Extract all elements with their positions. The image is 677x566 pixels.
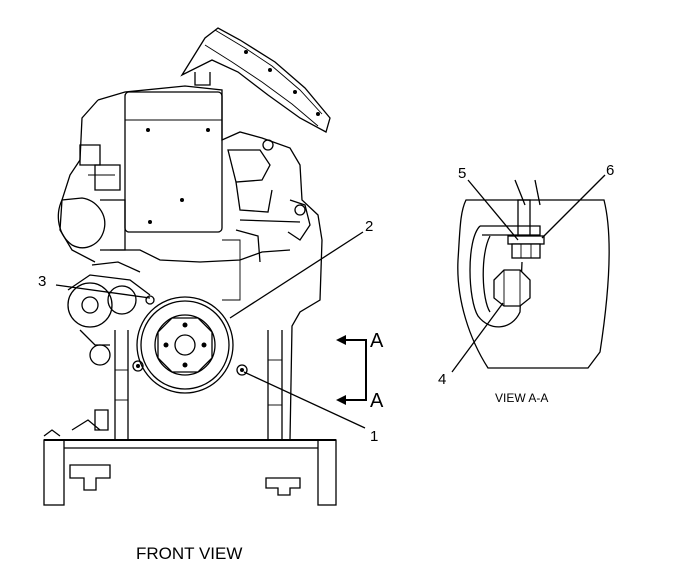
- front-view-caption: FRONT VIEW: [136, 544, 242, 563]
- engine-front-view: [43, 27, 366, 506]
- leader-6: [541, 174, 606, 239]
- engine-block: [57, 85, 323, 441]
- callout-5: 5: [458, 165, 466, 182]
- leader-5: [467, 179, 519, 241]
- callout-2: 2: [365, 218, 373, 235]
- callout-6: 6: [606, 162, 614, 179]
- valve-cover: [180, 27, 331, 133]
- leader-1: [243, 371, 366, 429]
- leader-2: [229, 231, 364, 319]
- frame-rails: [71, 330, 283, 440]
- callout-4: 4: [438, 371, 446, 388]
- left-idler-pulleys: [67, 274, 151, 366]
- callout-1: 1: [370, 428, 378, 445]
- view-a-a-caption: VIEW A-A: [495, 391, 548, 405]
- section-mark-upper: A: [370, 330, 384, 352]
- view-a-a-detail: [451, 174, 610, 373]
- crankshaft-damper: [136, 296, 234, 394]
- front-mount-bolts: [132, 295, 248, 376]
- section-line-a-a: [336, 335, 367, 405]
- callout-3: 3: [38, 273, 46, 290]
- engine-base: [43, 429, 337, 506]
- section-mark-lower: A: [370, 390, 384, 412]
- leader-4: [451, 302, 504, 373]
- leader-3: [55, 284, 151, 299]
